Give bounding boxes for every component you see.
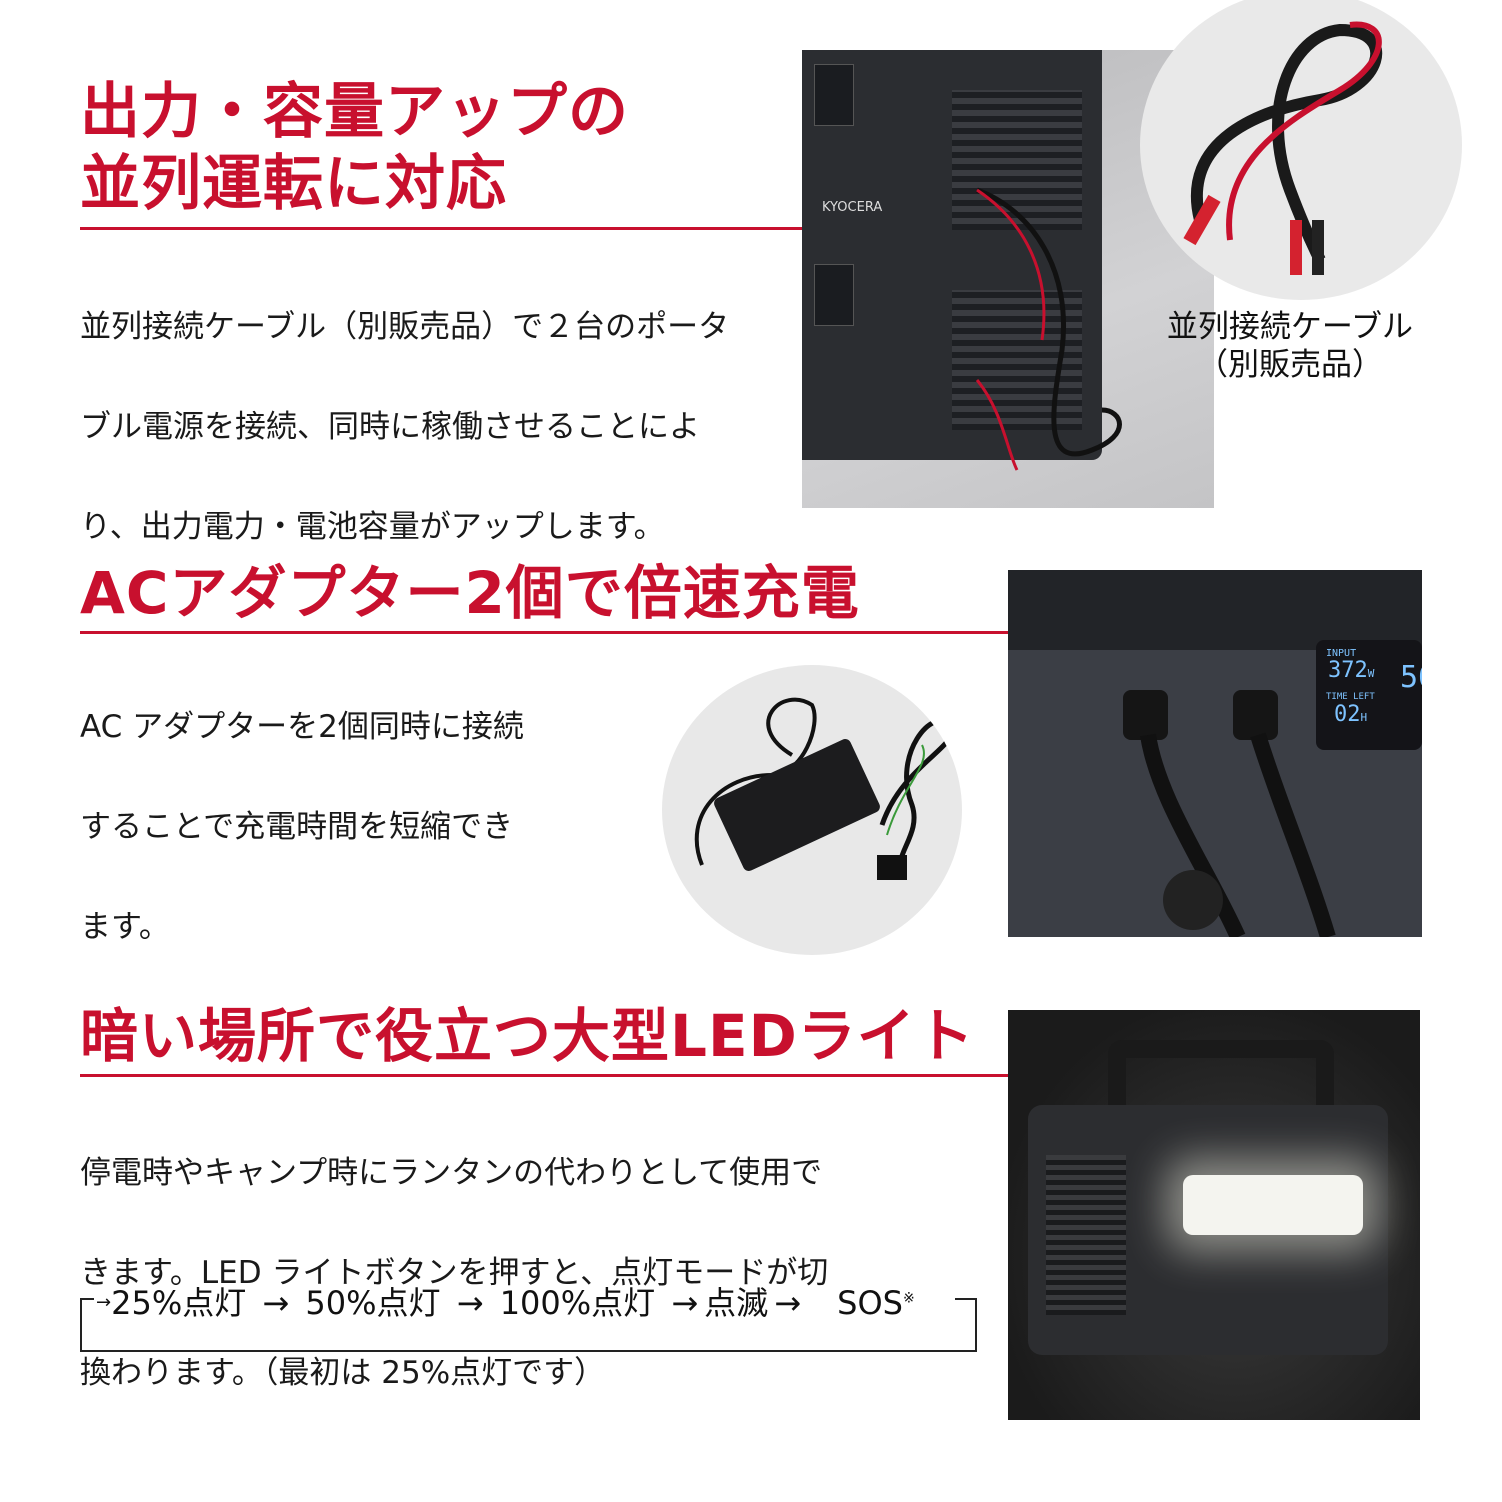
lcd-input-unit: W [1367, 667, 1375, 680]
heading-underline [80, 1074, 1008, 1077]
cable-caption: 並列接続ケーブル （別販売品） [1150, 308, 1430, 384]
cable-coil-icon [1183, 21, 1383, 275]
brand-logo: KYOCERA [822, 200, 883, 215]
ac-description: AC アダプターを2個同時に接続 することで充電時間を短縮でき ます。 [80, 652, 524, 1002]
lcd-percent: 56 [1400, 660, 1422, 695]
lcd-time-label: TIME LEFT [1326, 692, 1375, 702]
text-line: ブル電源を接続、同時に稼働させることによ [80, 409, 700, 445]
text-line: ます。 [80, 909, 170, 945]
cycle-line [80, 1298, 94, 1300]
parallel-description: 並列接続ケーブル（別販売品）で２台のポータ ブル電源を接続、同時に稼働させること… [80, 252, 729, 602]
cycle-loop-line [80, 1298, 977, 1352]
led-light-panel [1183, 1175, 1363, 1235]
mode-blink: 点滅 [704, 1284, 769, 1322]
text-line: きます。LED ライトボタンを押すと、点灯モードが切 [80, 1255, 829, 1291]
heading-parallel-line1: 出力・容量アップの [80, 77, 629, 147]
arrow-icon: → [96, 1292, 112, 1313]
cycle-line [955, 1298, 975, 1300]
ac-plug-2 [1233, 690, 1278, 740]
mode-sos: SOS [837, 1284, 903, 1322]
ac-input-closeup-photo: INPUT 372W TIME LEFT 02H 56 [1008, 570, 1422, 937]
vent-grille [1046, 1155, 1126, 1315]
lcd-input-label: INPUT [1326, 648, 1357, 659]
led-light-photo [1008, 1010, 1420, 1420]
vent-grille [952, 90, 1082, 230]
heading-led-light: 暗い場所で役立つ大型LEDライト [80, 1002, 975, 1070]
ac-adapter-icon [694, 697, 956, 880]
ac-plug-1 [1123, 690, 1168, 740]
text-line: AC アダプターを2個同時に接続 [80, 709, 524, 745]
arrow-icon: → [262, 1284, 290, 1322]
text-line: することで充電時間を短縮でき [80, 809, 514, 845]
led-mode-cycle: →25%点灯 → 50%点灯 → 100%点灯 →点滅→ SOS※ [96, 1278, 915, 1324]
text-line: 停電時やキャンプ時にランタンの代わりとして使用で [80, 1155, 823, 1191]
heading-parallel-line2: 並列運転に対応 [80, 149, 507, 219]
mode-25: 25%点灯 [111, 1284, 247, 1322]
arrow-icon: → [671, 1284, 699, 1322]
display-icon [814, 64, 854, 126]
lcd-time-value: 02 [1334, 702, 1361, 727]
mode-50: 50%点灯 [305, 1284, 441, 1322]
note-mark: ※ [902, 1290, 915, 1307]
lcd-input-value: 372 [1328, 658, 1368, 683]
power-cords-icon [1140, 732, 1336, 937]
caption-line1: 並列接続ケーブル [1166, 309, 1414, 345]
text-line: り、出力電力・電池容量がアップします。 [80, 509, 665, 545]
caption-line2: （別販売品） [1197, 347, 1383, 383]
lcd-time-unit: H [1360, 711, 1368, 724]
mode-100: 100%点灯 [499, 1284, 656, 1322]
parallel-cable-icon [975, 187, 1122, 471]
heading-underline [80, 227, 802, 230]
text-line: 並列接続ケーブル（別販売品）で２台のポータ [80, 309, 730, 345]
unit-top [1008, 570, 1422, 650]
lcd-time-readout: 02H [1334, 702, 1367, 727]
text-line: 換わります。（最初は 25%点灯です） [80, 1355, 606, 1391]
lcd-display: INPUT 372W TIME LEFT 02H 56 [1316, 640, 1422, 750]
heading-underline [80, 631, 1008, 634]
arrow-icon: → [774, 1284, 801, 1322]
heading-ac-adapter: ACアダプター2個で倍速充電 [80, 559, 860, 627]
led-description: 停電時やキャンプ時にランタンの代わりとして使用で きます。LED ライトボタンを… [80, 1098, 828, 1448]
arrow-icon: → [456, 1284, 484, 1322]
upper-unit [802, 50, 1102, 260]
ac-adapter-photo [662, 665, 962, 955]
lcd-input-readout: 372W [1328, 658, 1374, 683]
display-icon [814, 264, 854, 326]
parallel-cable-photo [1140, 0, 1462, 300]
